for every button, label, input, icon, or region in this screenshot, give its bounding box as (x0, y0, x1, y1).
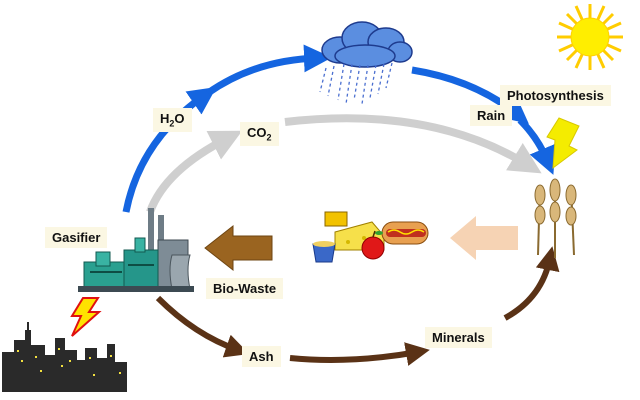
lightning-icon (70, 297, 102, 337)
bio-waste-label: Bio-Waste (206, 278, 284, 299)
biowaste-arrow (204, 224, 273, 272)
co2-arrow-right (284, 114, 542, 174)
city-skyline-icon (2, 322, 127, 392)
ash-arrow-bottom (289, 342, 430, 366)
rain-label: Rain (470, 105, 513, 126)
ash-arrow-left (155, 295, 250, 358)
minerals-label: Minerals (425, 327, 492, 348)
rain-cloud-icon (319, 21, 413, 105)
water-arrow-top (205, 44, 332, 96)
photosynthesis-arrow (546, 117, 580, 170)
food-icon (312, 211, 429, 263)
co2-label: CO2 (240, 122, 279, 146)
wheat-icon (534, 178, 577, 258)
h2o-label: H2O (153, 108, 192, 132)
ash-label: Ash (242, 346, 281, 367)
water-arrow-down (517, 117, 556, 175)
photosynthesis-label: Photosynthesis (500, 85, 611, 106)
water-arrow-left (122, 87, 217, 213)
gasifier-label: Gasifier (45, 227, 108, 248)
food-arrow (450, 216, 518, 260)
gasifier-plant-icon (78, 208, 194, 292)
sun-icon (557, 4, 623, 70)
co2-arrow-left (146, 130, 243, 214)
minerals-arrow-right (503, 246, 560, 321)
